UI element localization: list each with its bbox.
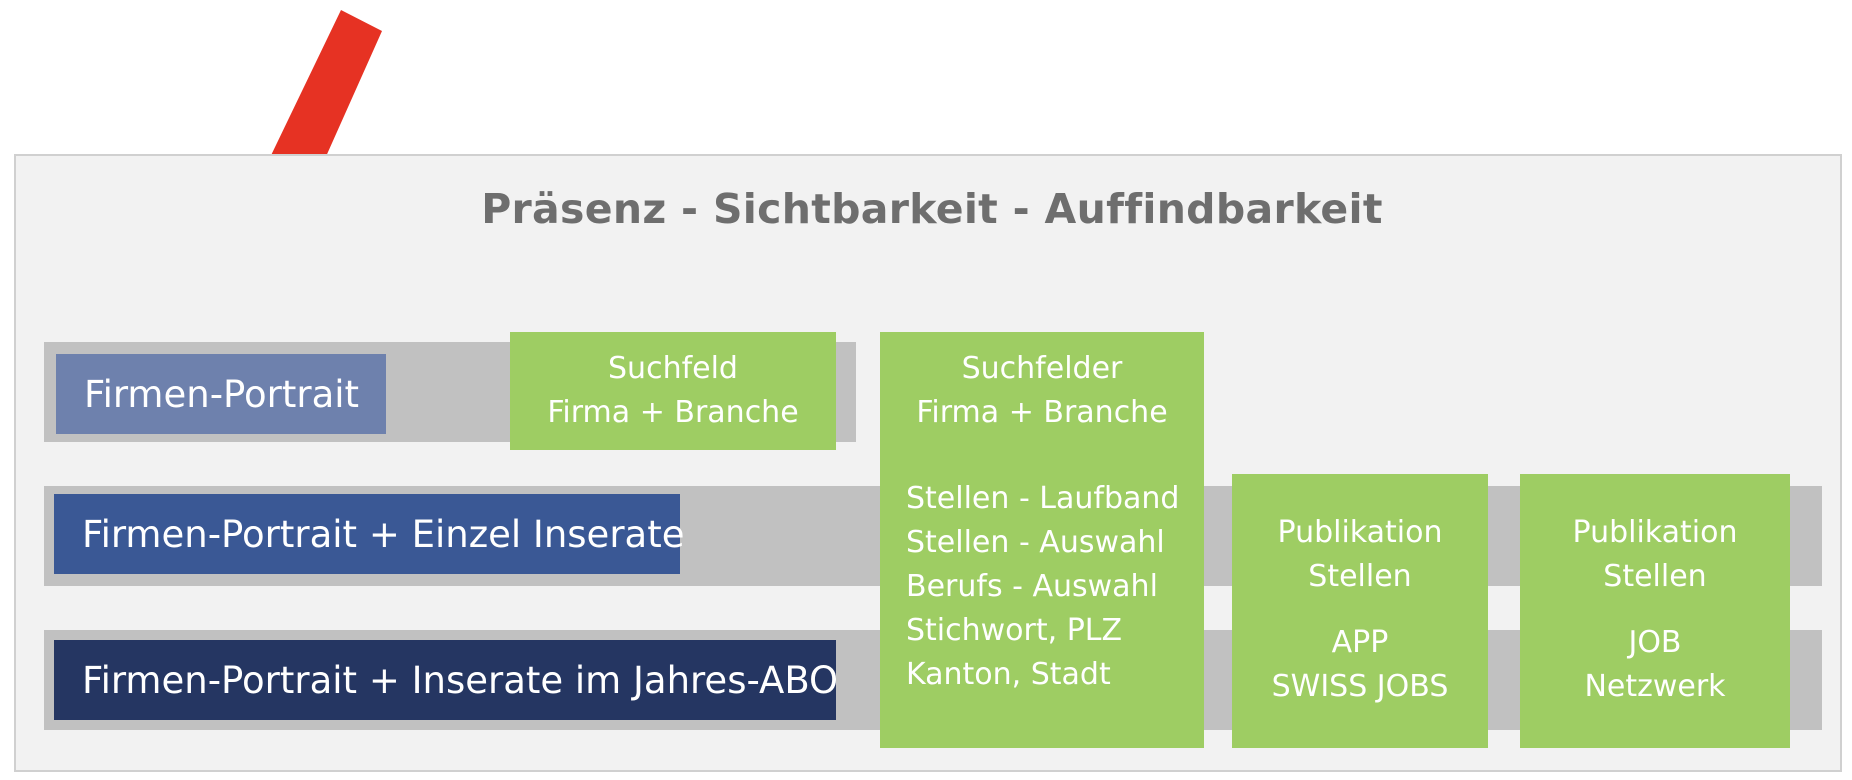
box-suchfeld: Suchfeld Firma + Branche — [510, 332, 836, 450]
box-app-line-2: Stellen — [1308, 559, 1412, 594]
box-job-line-1: Publikation — [1572, 515, 1738, 550]
list-item: Kanton, Stadt — [906, 657, 1111, 692]
list-item: Stellen - Auswahl — [906, 525, 1165, 560]
box-suchfelder-list: Stellen - Laufband Stellen - Auswahl Ber… — [880, 477, 1204, 697]
list-item: Berufs - Auswahl — [906, 569, 1158, 604]
box-job-line-4: Netzwerk — [1584, 669, 1726, 704]
box-app-bottom: APP SWISS JOBS — [1232, 621, 1488, 709]
box-app-line-1: Publikation — [1277, 515, 1443, 550]
box-job-line-3: JOB — [1628, 625, 1682, 660]
box-suchfelder-line-1: Suchfelder — [961, 351, 1123, 386]
tier-firmen-portrait: Firmen-Portrait — [56, 354, 386, 434]
list-item: Stichwort, PLZ — [906, 613, 1123, 648]
box-app-line-3: APP — [1331, 625, 1389, 660]
box-suchfeld-line-1: Suchfeld — [608, 351, 738, 386]
diagram-title: Präsenz - Sichtbarkeit - Auffindbarkeit — [481, 185, 1383, 233]
box-suchfelder-line-2: Firma + Branche — [916, 395, 1168, 430]
box-app-line-4: SWISS JOBS — [1271, 669, 1449, 704]
box-job-bottom: JOB Netzwerk — [1520, 621, 1790, 709]
tier-einzel-inserate: Firmen-Portrait + Einzel Inserate — [54, 494, 684, 574]
box-job-line-2: Stellen — [1603, 559, 1707, 594]
box-suchfelder: Suchfelder Firma + Branche Stellen - Lau… — [880, 332, 1204, 748]
box-suchfeld-line-2: Firma + Branche — [547, 395, 799, 430]
box-job-netzwerk: Publikation Stellen JOB Netzwerk — [1520, 474, 1790, 748]
list-item: Stellen - Laufband — [906, 481, 1180, 516]
box-app-swiss-jobs: Publikation Stellen APP SWISS JOBS — [1232, 474, 1488, 748]
tier-jahres-abo: Firmen-Portrait + Inserate im Jahres-ABO — [54, 640, 838, 720]
